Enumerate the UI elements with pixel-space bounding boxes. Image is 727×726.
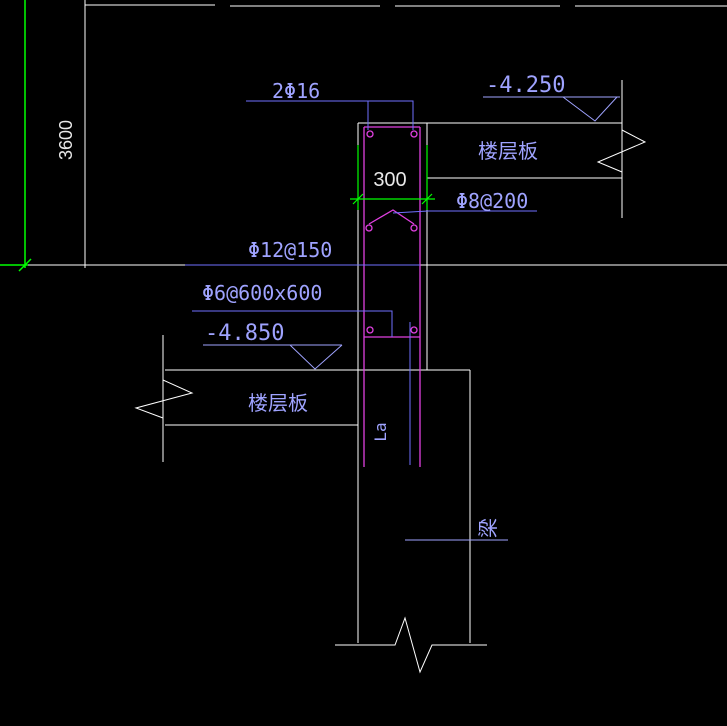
vertical-bars-label: Φ12@150 <box>248 238 332 262</box>
top-bars-label: 2Φ16 <box>272 79 320 103</box>
lower-slab-label: 楼层板 <box>248 391 308 415</box>
stirrups-label: Φ8@200 <box>456 189 528 213</box>
bottom-elevation-label: -4.850 <box>205 321 284 346</box>
wall-outline <box>357 122 428 643</box>
upper-slab-label: 楼层板 <box>478 139 538 163</box>
ties-label: Φ6@600x600 <box>202 281 322 305</box>
width-dimension-label: 300 <box>373 169 406 191</box>
lower-floor-slab <box>134 335 358 462</box>
top-elevation-marker <box>483 96 620 122</box>
beam-outline <box>330 369 487 674</box>
top-reference-lines <box>85 4 727 7</box>
top-elevation-label: -4.250 <box>486 73 565 98</box>
upper-floor-slab <box>427 80 647 218</box>
annotation-leaders <box>185 100 537 465</box>
rebar-cage <box>363 126 421 467</box>
height-dimension-label: 3600 <box>56 120 76 160</box>
beam-label: 梁 <box>476 518 500 538</box>
bottom-elevation-marker <box>203 344 343 370</box>
anchorage-length-label: La <box>371 422 390 441</box>
width-dimension: 300 <box>350 145 435 210</box>
